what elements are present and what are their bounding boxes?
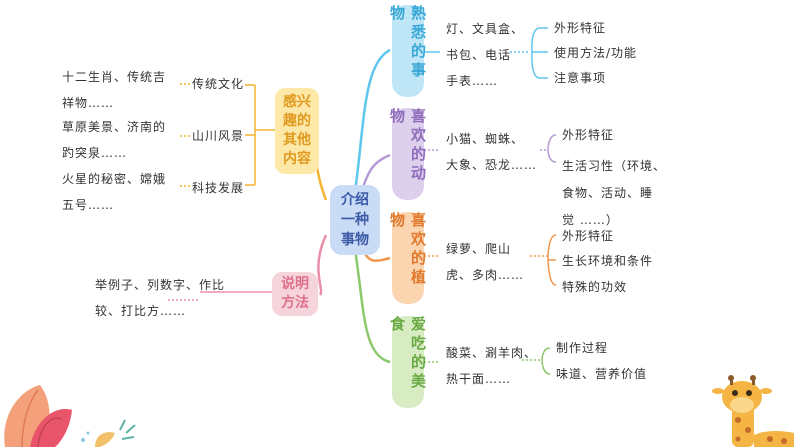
- interest-item-label: 科技发展: [192, 181, 245, 195]
- center-node: 介绍 一种 事物: [330, 185, 380, 255]
- food-examples: 酸菜、涮羊肉、 热干面……: [446, 346, 538, 386]
- interest-example: 十二生肖、传统吉 祥物……: [62, 70, 167, 110]
- familiar-point: 使用方法/功能: [554, 46, 638, 60]
- plant-point: 特殊的功效: [562, 280, 628, 294]
- method-node: 说明 方法: [272, 272, 318, 316]
- category-food: 爱吃的美食: [388, 316, 427, 408]
- interest-example: 草原美景、济南的 趵突泉……: [62, 120, 167, 160]
- interest-example: 火星的秘密、嫦娥 五号……: [62, 172, 167, 212]
- food-point: 制作过程: [556, 341, 609, 355]
- interest-node: 感兴 趣的 其他 内容: [275, 88, 319, 174]
- plant-point: 生长环境和条件: [562, 254, 654, 268]
- familiar-point: 外形特征: [554, 21, 607, 35]
- familiar-examples: 灯、文具盒、 书包、电话 手表……: [446, 22, 525, 88]
- animal-examples: 小猫、蜘蛛、 大象、恐龙……: [446, 132, 538, 172]
- animal-point: 生活习性（环境、 食物、活动、睡 觉 ……）: [562, 159, 667, 227]
- category-familiar: 熟悉的事物: [388, 5, 427, 97]
- category-animal: 喜欢的动物: [388, 108, 427, 200]
- method-example: 举例子、列数字、作比 较、打比方……: [95, 278, 226, 318]
- food-point: 味道、营养价值: [556, 367, 648, 381]
- plant-point: 外形特征: [562, 229, 615, 243]
- leaves-decoration-icon: [4, 385, 136, 447]
- category-plant: 喜欢的植物: [388, 212, 427, 304]
- interest-item-label: 传统文化: [192, 77, 245, 91]
- familiar-point: 注意事项: [554, 71, 607, 85]
- giraffe-icon: [712, 375, 794, 447]
- plant-examples: 绿萝、爬山 虎、多肉……: [446, 242, 525, 282]
- animal-point: 外形特征: [562, 128, 615, 142]
- interest-item-label: 山川风景: [192, 129, 245, 143]
